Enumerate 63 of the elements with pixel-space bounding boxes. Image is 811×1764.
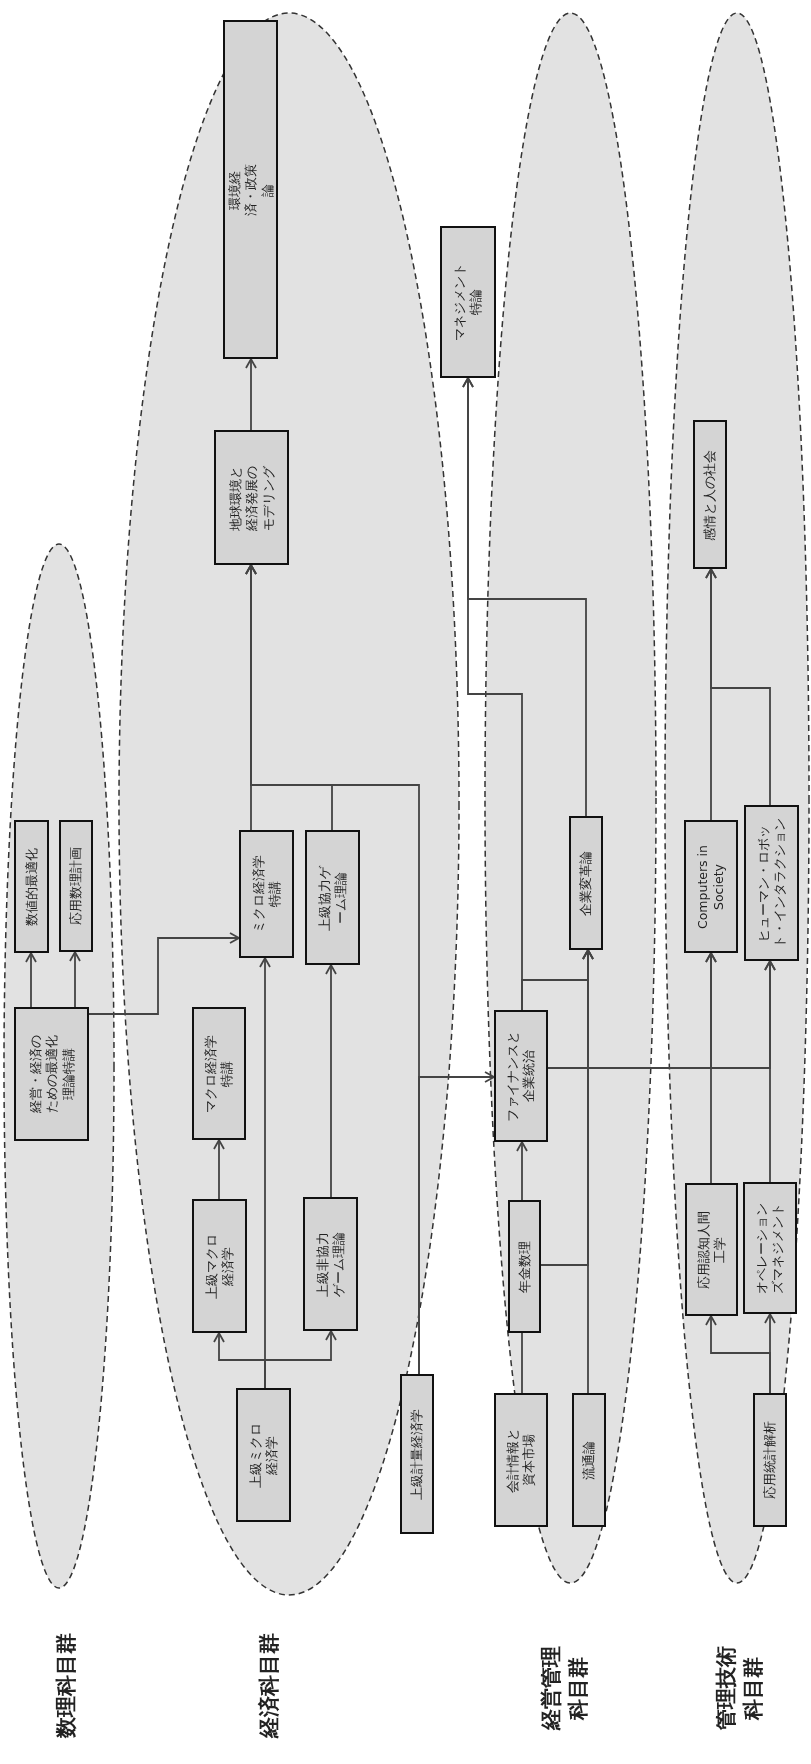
course-box (305, 830, 360, 965)
course-box (400, 1374, 434, 1534)
course-name: 地球環境と経済発展のモデリング (227, 464, 276, 533)
connector-arrow (245, 358, 257, 431)
connector-arrow (516, 1141, 528, 1201)
connector-arrow (462, 377, 587, 817)
course-name: 数値的最適化 (23, 846, 40, 928)
course-box (569, 816, 603, 950)
course-box (14, 820, 49, 953)
course-box (192, 1199, 247, 1333)
connector-arrow (69, 951, 81, 1008)
course-name: マネジメント特論 (451, 262, 484, 343)
connector-arrow (705, 952, 717, 1184)
group-heading: 経済科目群 (256, 1631, 283, 1741)
course-name: 上級ミクロ経済学 (247, 1421, 280, 1490)
course-name: マクロ経済学特講 (202, 1033, 235, 1115)
course-name: 流通論 (580, 1439, 597, 1482)
course-name: 企業変革論 (577, 849, 594, 918)
course-box (59, 820, 93, 952)
course-box (14, 1007, 89, 1141)
course-name: 上級計量経済学 (408, 1407, 425, 1502)
course-name: 環境経済・政策論 (226, 162, 275, 218)
course-box (440, 226, 496, 378)
connector-arrow (418, 1071, 495, 1375)
course-box (303, 1197, 358, 1331)
course-box (684, 820, 738, 953)
connector-arrow (764, 960, 776, 1183)
connector-arrow (88, 932, 240, 1015)
group-heading: 数理科目群 (53, 1631, 80, 1740)
group-heading: 経営管理科目群 (537, 1644, 591, 1733)
connector-arrow (25, 952, 37, 1008)
course-box (236, 1388, 291, 1522)
course-name: Computers in Society (694, 843, 727, 931)
course-name: 年金数理 (516, 1239, 533, 1295)
course-name: ファイナンスと企業統治 (504, 1029, 537, 1124)
course-box (693, 420, 727, 569)
course-box (685, 1183, 738, 1316)
connector-arrow (264, 1330, 337, 1389)
course-box (494, 1010, 548, 1142)
course-name: 感情と人の社会 (701, 448, 718, 543)
connector-arrow (325, 964, 337, 1198)
course-box (239, 830, 294, 958)
course-name: ヒューマン・ロボット・インタラクション (755, 817, 788, 950)
course-name: 上級協力ゲーム理論 (316, 864, 349, 933)
group-heading: 管理技術科目群 (712, 1644, 766, 1732)
course-box (743, 1182, 797, 1314)
course-name: 上級マクロ経済学 (203, 1232, 236, 1301)
course-name: 応用統計解析 (761, 1420, 778, 1501)
course-box (214, 430, 289, 565)
course-name: 経営・経済のための最適化理論特講 (27, 1034, 76, 1115)
course-box (508, 1200, 541, 1333)
connector-arrow (705, 568, 771, 806)
course-box (494, 1393, 548, 1527)
course-box (192, 1007, 246, 1140)
course-name: オペレーションズマネジメント (753, 1201, 786, 1296)
course-box (744, 805, 799, 961)
course-name: 上級非協力ゲーム理論 (314, 1230, 347, 1299)
connector-arrow (705, 1315, 771, 1394)
course-name: 応用数理計画 (67, 846, 84, 927)
course-name: 応用認知人間工学 (695, 1209, 728, 1291)
course-name: ミクロ経済学特講 (250, 854, 283, 935)
connector-arrow (213, 1139, 225, 1200)
course-name: 会計情報と資本市場 (504, 1426, 537, 1495)
